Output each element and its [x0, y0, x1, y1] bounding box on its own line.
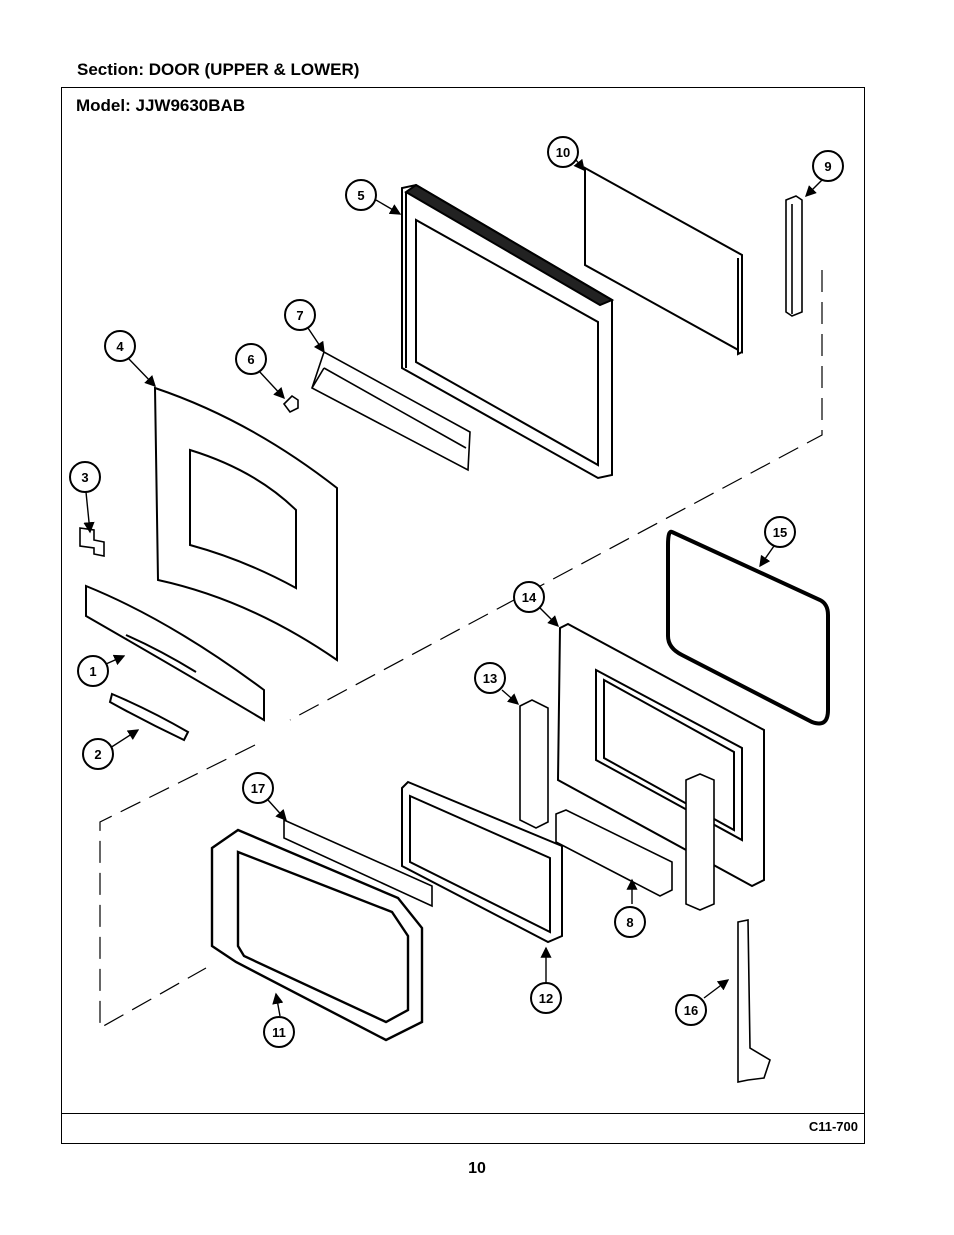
svg-text:1: 1	[89, 664, 96, 679]
callout-15: 15	[764, 516, 796, 548]
svg-text:17: 17	[251, 781, 265, 796]
svg-text:9: 9	[824, 159, 831, 174]
callout-7: 7	[284, 299, 316, 331]
callout-4: 4	[104, 330, 136, 362]
callout-8: 8	[614, 906, 646, 938]
model-title: Model: JJW9630BAB	[76, 96, 246, 115]
svg-text:13: 13	[483, 671, 497, 686]
part-4-outer-door-panel	[153, 386, 338, 662]
svg-text:10: 10	[556, 145, 570, 160]
svg-text:7: 7	[296, 308, 303, 323]
callout-11: 11	[263, 1016, 295, 1048]
part-9-hinge-channel	[785, 195, 803, 317]
callout-17: 17	[242, 772, 274, 804]
page-number: 10	[468, 1160, 486, 1177]
part-6-clip	[282, 394, 299, 414]
part-17-door-strip	[283, 818, 433, 908]
section-title: Section: DOOR (UPPER & LOWER)	[77, 60, 360, 79]
svg-text:3: 3	[81, 470, 88, 485]
callout-14: 14	[513, 581, 545, 613]
part-8-bottom-insulation	[555, 809, 673, 897]
callout-labels: 1 2 3 4 5 6 7 8 9 10 11 12 13 14 15 16 1…	[69, 136, 844, 1048]
part-13-insulation-block	[519, 699, 715, 911]
part-11-lower-door-frame	[210, 828, 424, 1042]
svg-text:8: 8	[626, 915, 633, 930]
assembly-dash-lines	[99, 270, 823, 1030]
callout-3: 3	[69, 461, 101, 493]
diagram-frame: Model: JJW9630BAB C11-700	[61, 87, 865, 1144]
callout-10: 10	[547, 136, 579, 168]
part-5-outer-door-frame	[401, 183, 615, 480]
svg-text:15: 15	[773, 525, 787, 540]
frame-divider	[62, 1113, 864, 1114]
part-1-handle-trim	[85, 584, 265, 722]
svg-text:4: 4	[116, 339, 124, 354]
leader-lines	[83, 158, 825, 1017]
part-16-hinge	[737, 919, 771, 1083]
callout-12: 12	[530, 982, 562, 1014]
callout-13: 13	[474, 662, 506, 694]
svg-text:12: 12	[539, 991, 553, 1006]
svg-text:6: 6	[247, 352, 254, 367]
part-7-door-brace	[311, 350, 471, 472]
callout-1: 1	[77, 655, 109, 687]
part-2-handle	[108, 692, 190, 742]
svg-text:16: 16	[684, 1003, 698, 1018]
part-10-glass-panel	[584, 166, 743, 356]
callout-6: 6	[235, 343, 267, 375]
callout-9: 9	[812, 150, 844, 182]
svg-text:14: 14	[522, 590, 537, 605]
callout-2: 2	[82, 738, 114, 770]
part-15-gasket	[666, 529, 830, 726]
callout-16: 16	[675, 994, 707, 1026]
svg-text:5: 5	[357, 188, 364, 203]
part-12-glass-pack	[401, 780, 563, 944]
callout-5: 5	[345, 179, 377, 211]
svg-text:11: 11	[272, 1025, 286, 1040]
svg-text:2: 2	[94, 747, 101, 762]
part-3-bracket	[79, 527, 105, 557]
diagram-code: C11-700	[808, 1119, 858, 1134]
